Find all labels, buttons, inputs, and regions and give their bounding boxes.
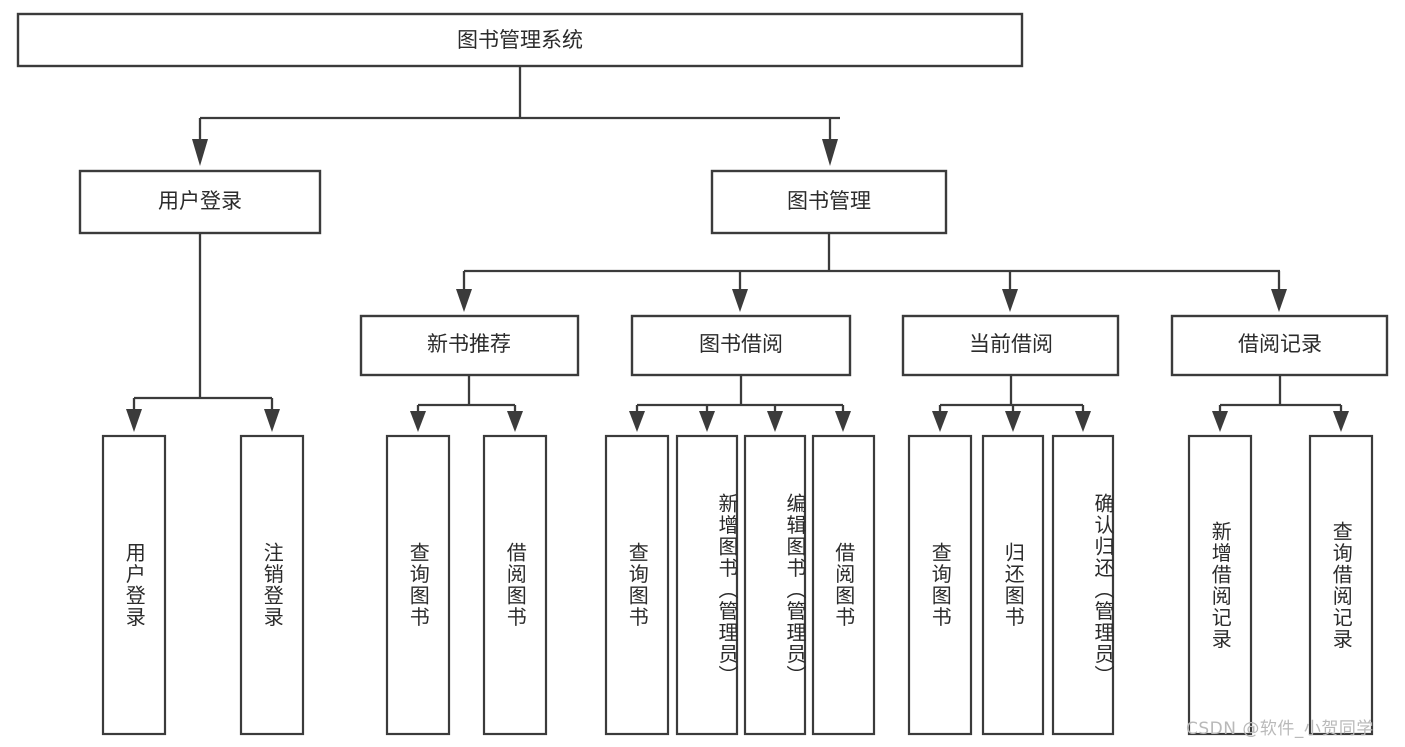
arrowhead-user-login (192, 139, 208, 166)
node-book-manage[interactable]: 图书管理 (710, 169, 948, 235)
arrowhead-leaf-return-book (1005, 411, 1021, 432)
arrowhead-leaf-borrow-book-1 (507, 411, 523, 432)
arrowhead-leaf-edit-book (767, 411, 783, 432)
arrowhead-leaf-query-book-1 (410, 411, 426, 432)
connector-group-root (192, 66, 840, 166)
arrowhead-leaf-borrow-book-2 (835, 411, 851, 432)
node-root-label: 图书管理系统 (457, 28, 583, 52)
node-leaf-query-book-3-box[interactable] (907, 434, 973, 736)
node-leaf-borrow-book-1-box[interactable] (482, 434, 548, 736)
node-book-borrow-label: 图书借阅 (699, 332, 783, 356)
arrowhead-new-book-rec (456, 289, 472, 312)
node-root[interactable]: 图书管理系统 (16, 12, 1024, 68)
node-leaf-query-book-1-box[interactable] (385, 434, 451, 736)
node-new-book-rec[interactable]: 新书推荐 (359, 314, 580, 377)
node-new-book-rec-label: 新书推荐 (427, 332, 511, 356)
node-leaf-query-book-2-box[interactable] (604, 434, 670, 736)
arrowhead-leaf-add-book (699, 411, 715, 432)
arrowhead-leaf-user-login (126, 409, 142, 432)
arrowhead-leaf-query-book-2 (629, 411, 645, 432)
node-book-borrow-box[interactable] (630, 314, 852, 377)
connector-group-borrow-record (1212, 375, 1349, 432)
arrowhead-leaf-add-record (1212, 411, 1228, 432)
node-leaf-user-login-box[interactable] (101, 434, 167, 736)
node-leaf-query-record-box[interactable] (1308, 434, 1374, 736)
connector-group-new-book-rec (410, 375, 523, 432)
arrowhead-leaf-query-record (1333, 411, 1349, 432)
arrowhead-borrow-record (1271, 289, 1287, 312)
connector-group-user-login (126, 233, 280, 432)
node-book-manage-label: 图书管理 (787, 189, 871, 213)
node-borrow-record[interactable]: 借阅记录 (1170, 314, 1389, 377)
node-leaf-add-book-box[interactable] (675, 434, 739, 736)
node-current-borrow-box[interactable] (901, 314, 1120, 377)
node-user-login[interactable]: 用户登录 (78, 169, 322, 235)
node-leaf-borrow-book-2-box[interactable] (811, 434, 876, 736)
arrowhead-current-borrow (1002, 289, 1018, 312)
node-user-login-box[interactable] (78, 169, 322, 235)
node-root-box[interactable] (16, 12, 1024, 68)
node-book-manage-box[interactable] (710, 169, 948, 235)
node-leaf-add-record-box[interactable] (1187, 434, 1253, 736)
connector-group-book-manage (456, 233, 1287, 312)
arrowhead-book-manage (822, 139, 838, 166)
node-leaf-edit-book-box[interactable] (743, 434, 807, 736)
node-borrow-record-label: 借阅记录 (1238, 332, 1322, 356)
node-leaf-return-book-box[interactable] (981, 434, 1045, 736)
node-current-borrow[interactable]: 当前借阅 (901, 314, 1120, 377)
leaf-boxes (101, 434, 1374, 736)
node-new-book-rec-box[interactable] (359, 314, 580, 377)
arrowhead-leaf-confirm-return (1075, 411, 1091, 432)
connector-group-current-borrow (932, 375, 1091, 432)
node-current-borrow-label: 当前借阅 (969, 332, 1053, 356)
arrowhead-leaf-query-book-3 (932, 411, 948, 432)
node-user-login-label: 用户登录 (158, 189, 242, 213)
node-leaf-user-logout-box[interactable] (239, 434, 305, 736)
node-borrow-record-box[interactable] (1170, 314, 1389, 377)
node-book-borrow[interactable]: 图书借阅 (630, 314, 852, 377)
arrowhead-book-borrow (732, 289, 748, 312)
node-leaf-confirm-return-box[interactable] (1051, 434, 1115, 736)
arrowhead-leaf-user-logout (264, 409, 280, 432)
connector-group-book-borrow (629, 375, 851, 432)
csdn-watermark: CSDN @软件_小贺同学 (1186, 719, 1374, 739)
